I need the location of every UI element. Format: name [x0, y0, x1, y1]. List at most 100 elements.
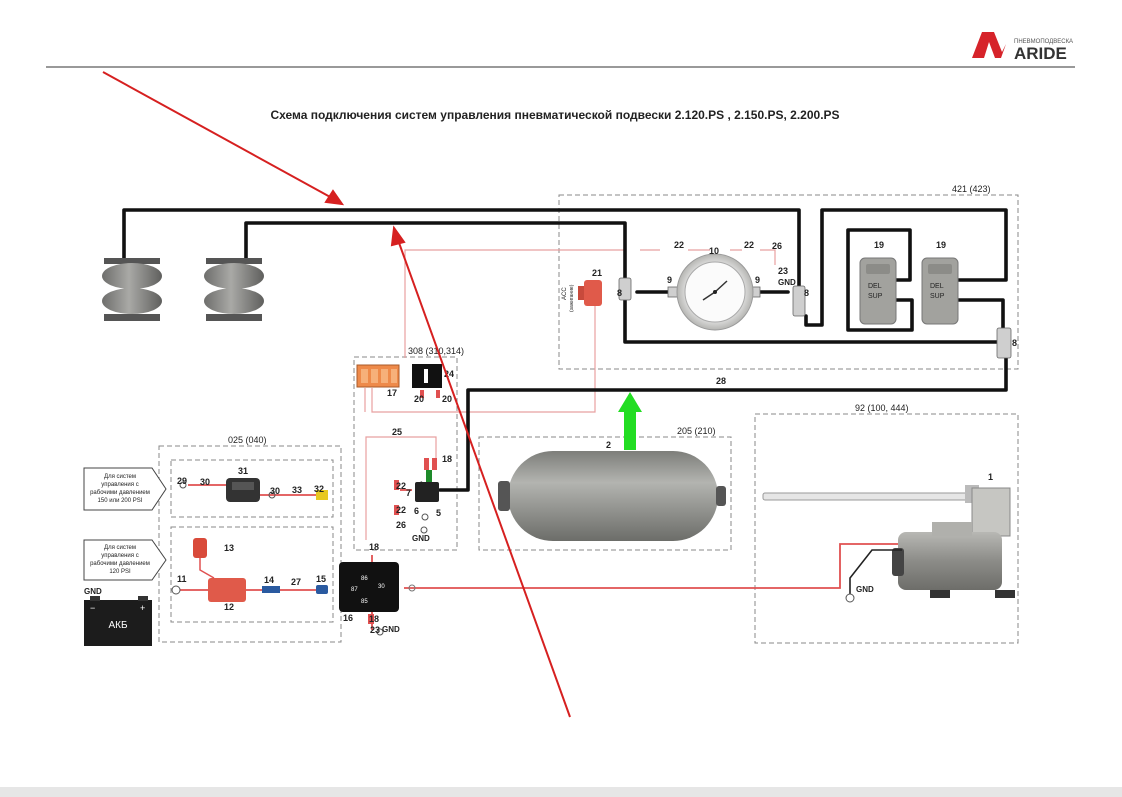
- relay-pin-87: 87: [351, 587, 358, 593]
- note-high-pressure: Для систем управления с рабочими давлени…: [83, 467, 167, 511]
- num-8-left: 8: [617, 288, 622, 298]
- num-15: 15: [316, 574, 326, 584]
- note-low-line-2: управления с: [101, 553, 138, 559]
- num-9-right: 9: [755, 275, 760, 285]
- air-bag-rear: [204, 258, 264, 321]
- group-421-label: 421 (423): [952, 184, 991, 194]
- num-4: 4: [418, 480, 423, 490]
- num-22-switch-bot: 22: [396, 505, 406, 515]
- relay: 86 87 30 85: [339, 562, 416, 636]
- part-numbers: 1 2 4 5 6 7 8 8 8 9 9 10 11 12 13 14 15 …: [177, 240, 1017, 635]
- relay-pin-85: 85: [361, 599, 368, 605]
- acc-connector: ACC (зажигание): [562, 280, 602, 312]
- note-high-line-3: рабочими давлением: [90, 490, 150, 496]
- num-8-right: 8: [1012, 338, 1017, 348]
- num-10: 10: [709, 246, 719, 256]
- green-up-arrow: [618, 392, 642, 450]
- num-26-gauge: 26: [772, 241, 782, 251]
- brand-logo: ПНЕВМОПОДВЕСКА ARIDE: [972, 32, 1073, 63]
- group-205-box: [478, 436, 732, 551]
- signal-wires: [364, 249, 776, 540]
- group-308-label: 308 (310,314): [408, 346, 464, 356]
- air-bag-front: [102, 258, 162, 321]
- num-14: 14: [264, 575, 274, 585]
- note-low-line-3: рабочими давлением: [90, 561, 150, 567]
- num-33: 33: [292, 485, 302, 495]
- acc-label: ACC: [562, 287, 568, 300]
- num-30-lower: 30: [270, 486, 280, 496]
- terminals-20: [420, 390, 440, 398]
- group-025-label: 025 (040): [228, 435, 267, 445]
- gnd-label-gauge: GND: [778, 278, 796, 287]
- num-27: 27: [291, 577, 301, 587]
- fuse-holder-12: [193, 538, 246, 602]
- valve-front: DEL SUP: [859, 257, 897, 325]
- connector-block-17: [356, 364, 400, 388]
- group-025-box: [158, 445, 342, 643]
- group-boxes: [158, 194, 1019, 644]
- gnd-label-switch: GND: [412, 534, 430, 543]
- gnd-label-battery: GND: [84, 587, 102, 596]
- num-32: 32: [314, 484, 324, 494]
- note-high-line-4: 150 или 200 PSI: [98, 498, 143, 504]
- num-18-relay-bot: 18: [369, 614, 379, 624]
- num-22-gauge-right: 22: [744, 240, 754, 250]
- compressor: [762, 485, 1015, 603]
- annotation-arrow-lower: [397, 239, 571, 718]
- air-line-front-bag: [122, 208, 801, 294]
- battery-plus: +: [140, 603, 145, 613]
- relay-pin-30: 30: [378, 584, 385, 590]
- num-19-front: 19: [874, 240, 884, 250]
- group-421-box: [558, 194, 1019, 370]
- num-24: 24: [444, 369, 454, 379]
- note-high-line-2: управления с: [101, 482, 138, 488]
- air-line-rear-bag: [244, 221, 627, 282]
- num-25: 25: [392, 427, 402, 437]
- valve-front-del: DEL: [868, 283, 882, 290]
- num-29: 29: [177, 476, 187, 486]
- num-5: 5: [436, 508, 441, 518]
- pressure-switch: [394, 458, 439, 534]
- annotation-arrows: [102, 71, 571, 718]
- num-23-gauge: 23: [778, 266, 788, 276]
- group-025-upper: [170, 459, 334, 518]
- group-205-label: 205 (210): [677, 426, 716, 436]
- num-12: 12: [224, 602, 234, 612]
- battery-label: АКБ: [108, 620, 127, 631]
- aride-logo-icon: [972, 32, 1006, 58]
- group-92-label: 92 (100, 444): [855, 403, 909, 413]
- air-lines: [122, 208, 1008, 492]
- num-22-gauge-left: 22: [674, 240, 684, 250]
- acc-sublabel: (зажигание): [569, 284, 575, 312]
- air-tank: [498, 451, 726, 541]
- group-92-box: [754, 413, 1019, 644]
- num-18-relay-top: 18: [369, 542, 379, 552]
- battery: − + АКБ: [84, 596, 152, 646]
- num-16: 16: [343, 613, 353, 623]
- gnd-label-relay: GND: [382, 625, 400, 634]
- num-9-left: 9: [667, 275, 672, 285]
- fittings: [618, 277, 1012, 359]
- gnd-label-compressor: GND: [856, 585, 874, 594]
- connectors-misc: [171, 481, 328, 595]
- num-28: 28: [716, 376, 726, 386]
- relay-pin-86: 86: [361, 576, 368, 582]
- num-7: 7: [406, 488, 411, 498]
- num-19-rear: 19: [936, 240, 946, 250]
- note-high-line-1: Для систем: [104, 474, 136, 480]
- brand-subtitle: ПНЕВМОПОДВЕСКА: [1014, 39, 1073, 45]
- num-11: 11: [177, 574, 187, 584]
- valve-front-sup: SUP: [868, 293, 883, 300]
- num-31: 31: [238, 466, 248, 476]
- pressure-gauge: [676, 253, 754, 331]
- num-8-mid: 8: [804, 288, 809, 298]
- num-20-right: 20: [442, 394, 452, 404]
- num-17: 17: [387, 388, 397, 398]
- num-21: 21: [592, 268, 602, 278]
- group-025-lower: [170, 526, 334, 623]
- diagram-title: Схема подключения систем управления пнев…: [270, 108, 839, 122]
- num-1: 1: [988, 472, 993, 482]
- battery-minus: −: [90, 603, 95, 613]
- valve-rear-sup: SUP: [930, 293, 945, 300]
